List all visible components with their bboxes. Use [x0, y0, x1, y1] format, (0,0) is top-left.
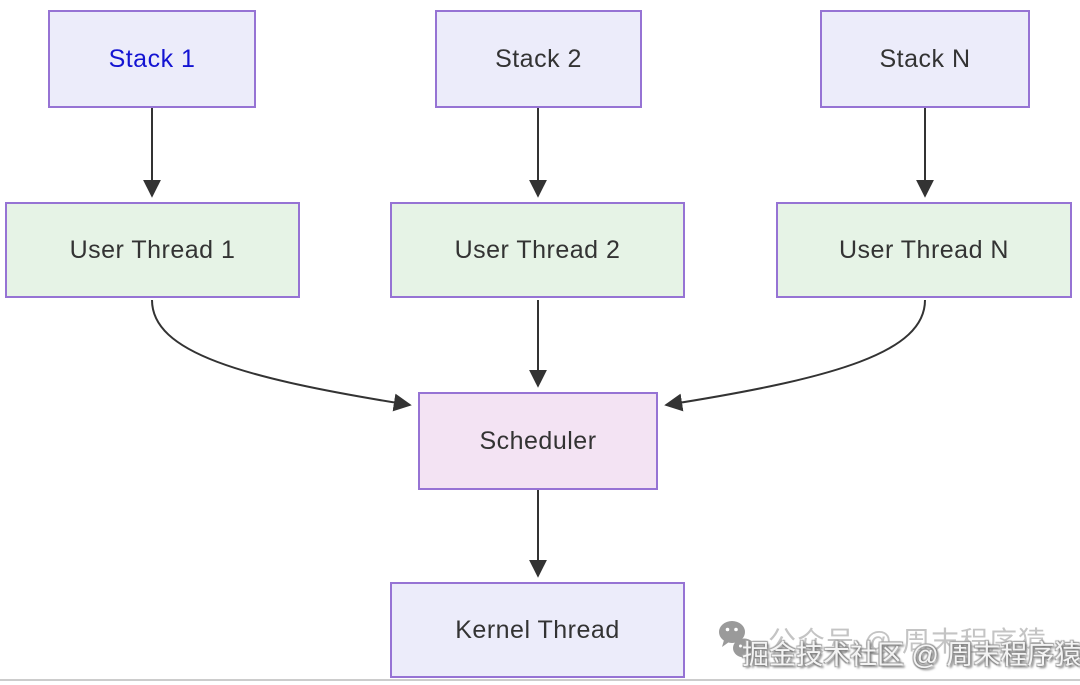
node-kernel-thread-label: Kernel Thread [455, 615, 620, 644]
node-user-thread-2: User Thread 2 [390, 202, 685, 298]
edge-ut1-scheduler [151, 299, 412, 412]
node-stack-2: Stack 2 [435, 10, 642, 108]
bottom-border-line [0, 679, 1080, 681]
node-user-thread-2-label: User Thread 2 [454, 235, 621, 264]
watermark-front-text: 掘金技术社区 @ 周末程序猿 [742, 640, 1080, 670]
node-user-thread-1-label: User Thread 1 [69, 235, 236, 264]
node-user-thread-1: User Thread 1 [5, 202, 300, 298]
node-stack-1: Stack 1 [48, 10, 256, 108]
node-kernel-thread: Kernel Thread [390, 582, 685, 678]
node-stack-n-label: Stack N [879, 44, 971, 73]
node-stack-1-label: Stack 1 [108, 44, 196, 73]
node-scheduler-label: Scheduler [479, 426, 597, 455]
node-user-thread-n: User Thread N [776, 202, 1072, 298]
node-user-thread-n-label: User Thread N [839, 235, 1009, 264]
wechat-icon [719, 621, 755, 661]
watermark-back-text: 公众号 @ 周末程序猿 [768, 626, 1047, 657]
node-stack-2-label: Stack 2 [495, 44, 582, 73]
edge-utN-scheduler [664, 299, 926, 412]
node-scheduler: Scheduler [418, 392, 658, 490]
node-stack-n: Stack N [820, 10, 1030, 108]
